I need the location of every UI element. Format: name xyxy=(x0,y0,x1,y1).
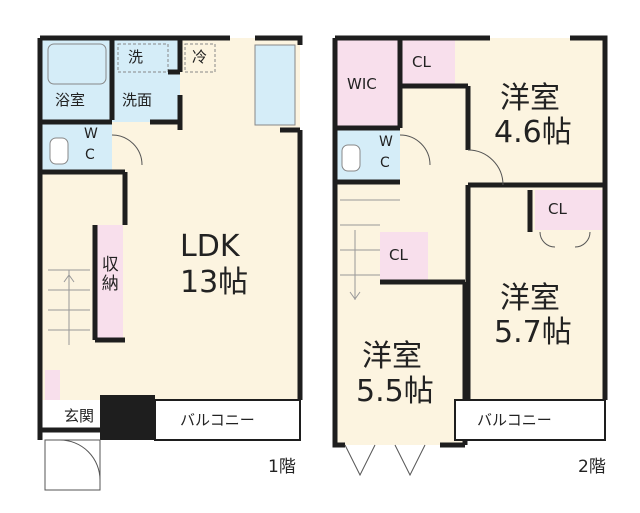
room2-size: 5.7帖 xyxy=(494,315,572,350)
entrance-label: 玄関 xyxy=(64,407,95,425)
bath-label: 浴室 xyxy=(55,91,86,109)
room3-name: 洋室 xyxy=(362,339,422,374)
floor1-wc-c: C xyxy=(85,147,95,163)
wic-label: WIC xyxy=(347,75,377,93)
floor1-walls xyxy=(37,35,303,440)
floor1-stairs xyxy=(48,269,90,345)
floor2-stairs xyxy=(340,199,400,300)
room1-size: 4.6帖 xyxy=(494,115,572,150)
storage-label: 収納 xyxy=(97,255,118,293)
closet-label-1: CL xyxy=(412,53,431,71)
washroom-label: 洗面 xyxy=(122,91,153,109)
room3-size: 5.5帖 xyxy=(356,374,434,409)
closet-label-2: CL xyxy=(389,246,408,264)
room2-name: 洋室 xyxy=(500,281,560,316)
floor2-doors xyxy=(344,134,591,477)
floor1-label: 1階 xyxy=(268,457,296,477)
floor2-wc-w: W xyxy=(379,134,393,150)
floor1-entry-door xyxy=(44,439,101,491)
washer-space-label: 洗 xyxy=(128,48,144,66)
ldk-name: LDK xyxy=(180,229,240,264)
floor1-balcony-outline xyxy=(154,399,301,441)
floor1-wc-w: W xyxy=(84,126,98,142)
ldk-size: 13帖 xyxy=(180,265,249,300)
floor1-wc-door xyxy=(111,134,143,166)
floor2-balcony-label: バルコニー xyxy=(477,411,552,429)
floor2-label: 2階 xyxy=(578,457,606,477)
closet-label-3: CL xyxy=(548,200,567,218)
floor2-wc-c: C xyxy=(380,155,390,171)
floor1-fills xyxy=(40,38,300,400)
floor2-balcony-outline xyxy=(454,399,606,441)
floor1-pillar xyxy=(100,395,155,440)
fridge-space-label: 冷 xyxy=(192,48,208,66)
floor1-balcony-label: バルコニー xyxy=(180,411,255,429)
room1-name: 洋室 xyxy=(500,81,560,116)
